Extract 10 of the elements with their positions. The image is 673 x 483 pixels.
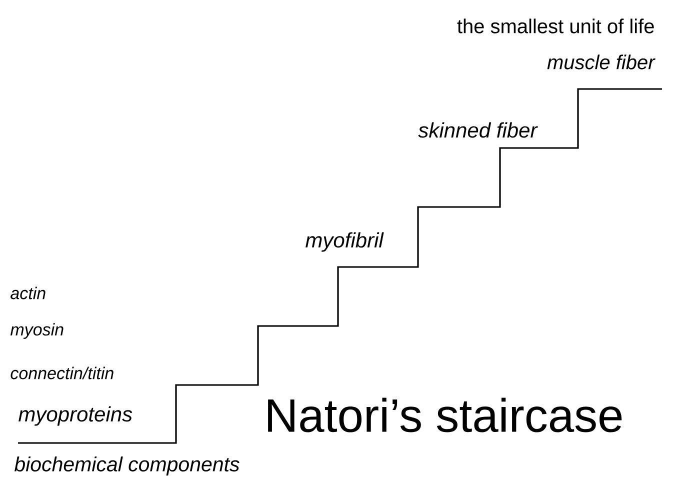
step-label: muscle fiber — [547, 54, 656, 70]
protein-label: actin — [10, 286, 46, 300]
protein-label: myosin — [10, 323, 64, 339]
protein-label: connectin/titin — [10, 366, 114, 380]
step-label: myofibril — [306, 232, 384, 252]
note-text: the smallest unit of life — [457, 18, 654, 34]
base-label: biochemical components — [14, 456, 240, 476]
step-label: myoproteins — [18, 406, 132, 426]
step-label: skinned fiber — [418, 122, 538, 138]
title: Natori’s staircase — [268, 398, 622, 432]
